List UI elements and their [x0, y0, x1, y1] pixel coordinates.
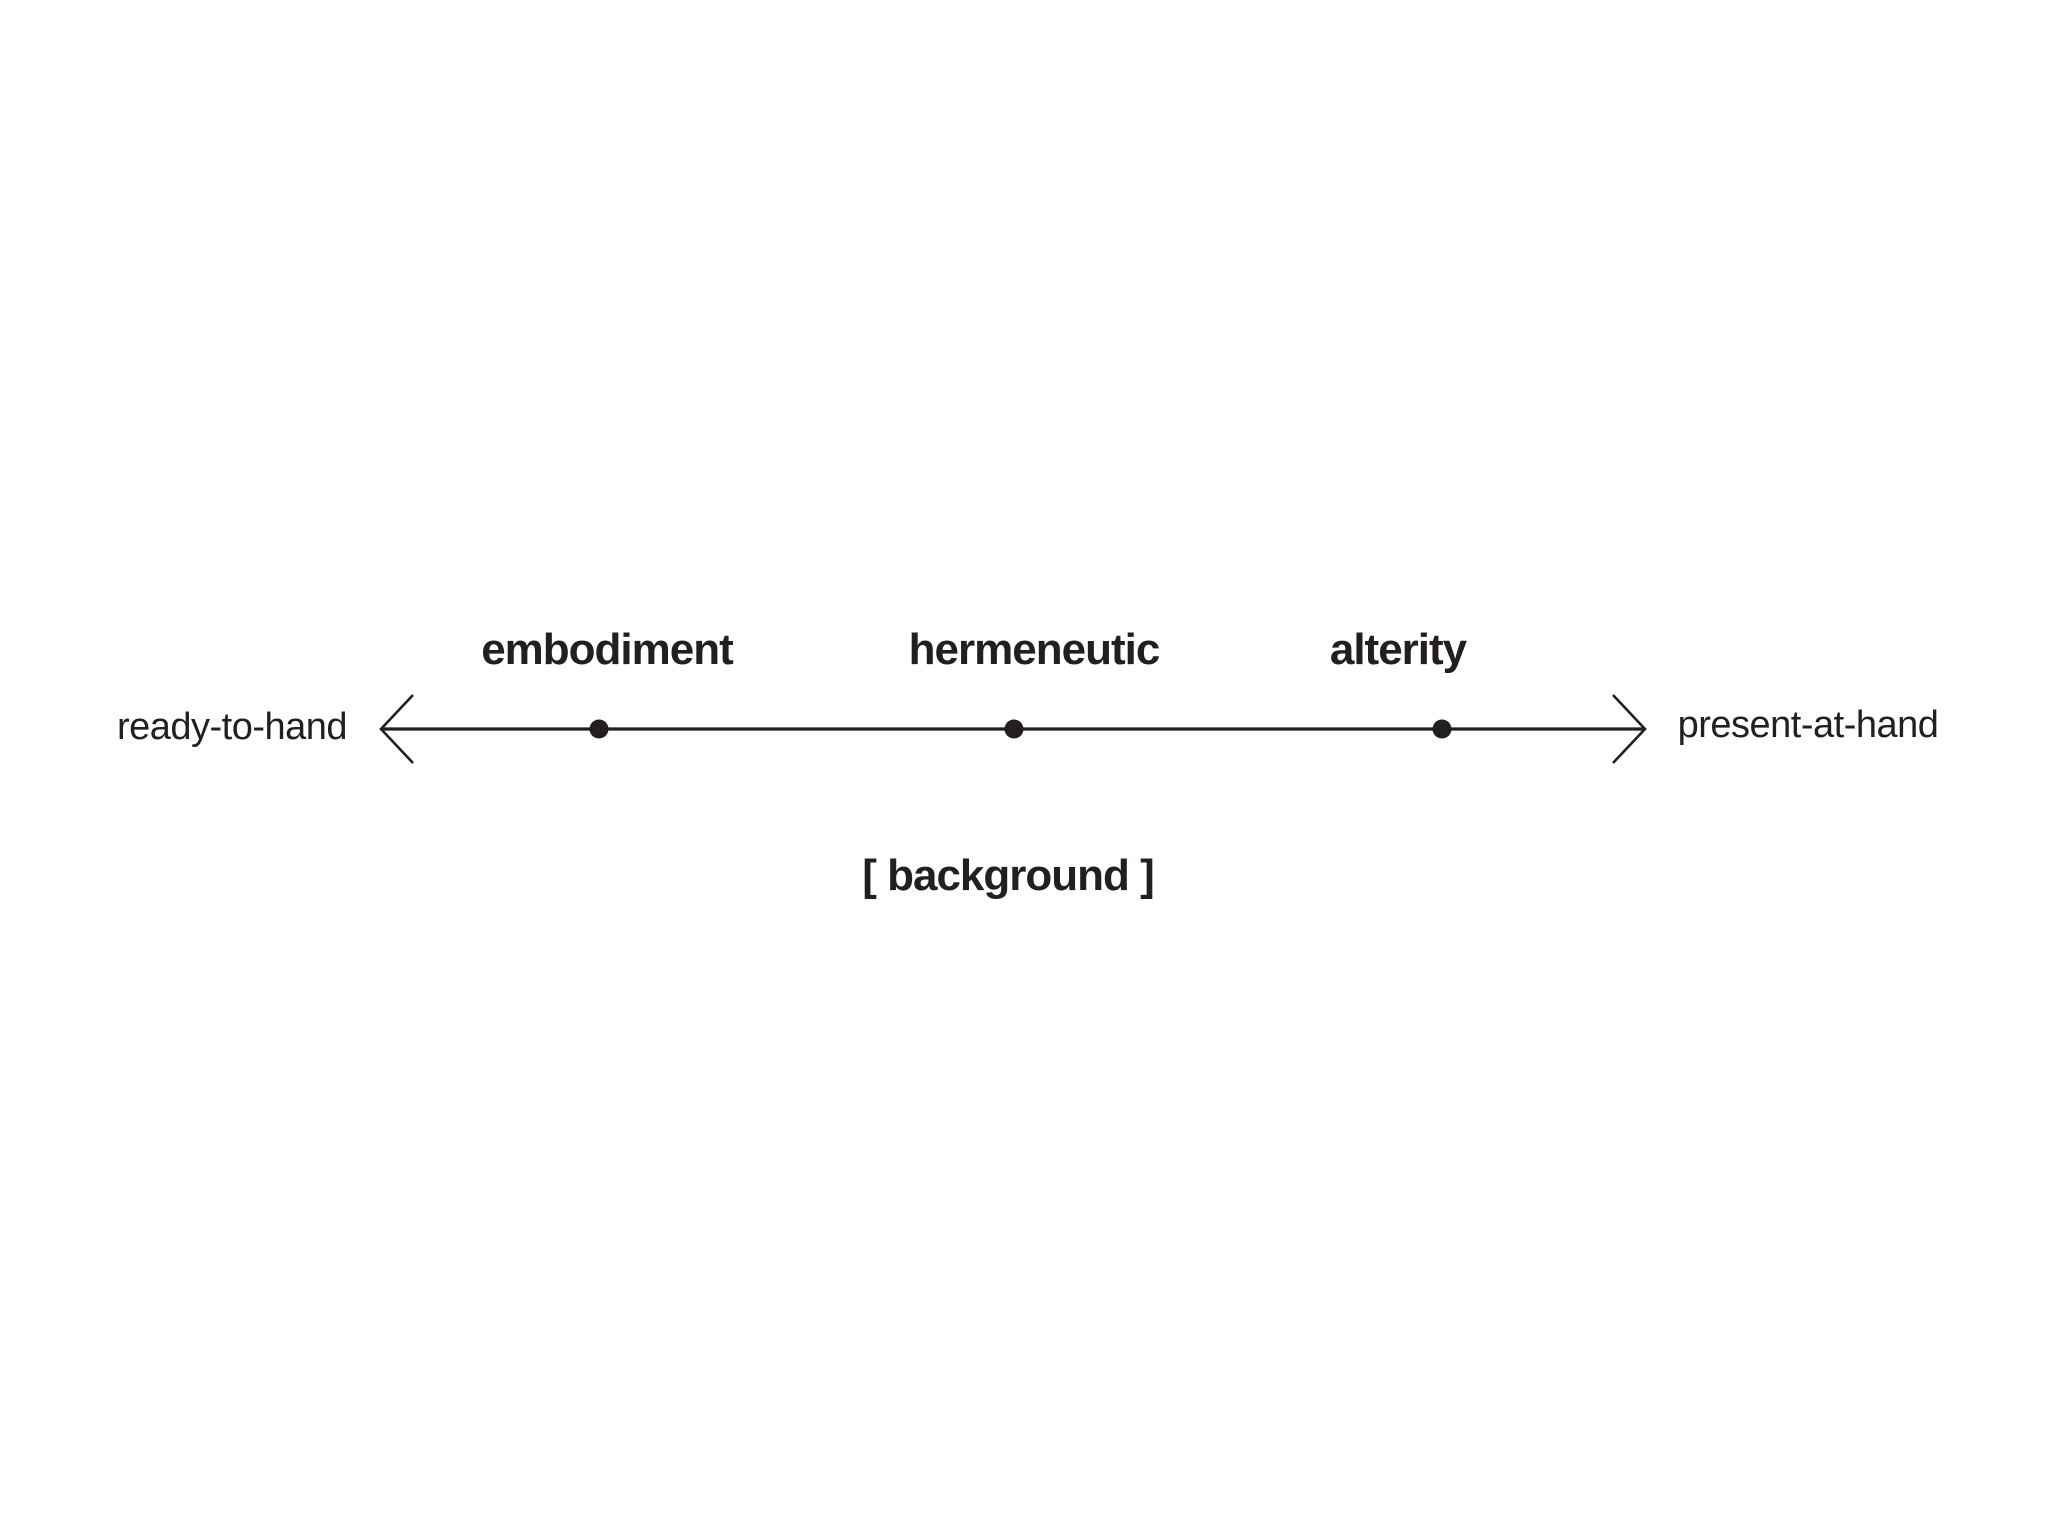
point-dot-hermeneutic — [1004, 719, 1024, 739]
point-label-embodiment: embodiment — [481, 625, 734, 674]
right-arrowhead-icon — [1612, 694, 1647, 764]
point-dot-alterity — [1432, 719, 1452, 739]
left-arrowhead-icon — [379, 694, 414, 764]
point-label-alterity: alterity — [1329, 625, 1467, 674]
point-label-hermeneutic: hermeneutic — [908, 625, 1161, 674]
background-label: [ background ] — [862, 851, 1155, 900]
point-dot-embodiment — [589, 719, 609, 739]
axis-right-end-label: present-at-hand — [1677, 704, 1939, 746]
axis-left-end-label: ready-to-hand — [116, 706, 348, 748]
